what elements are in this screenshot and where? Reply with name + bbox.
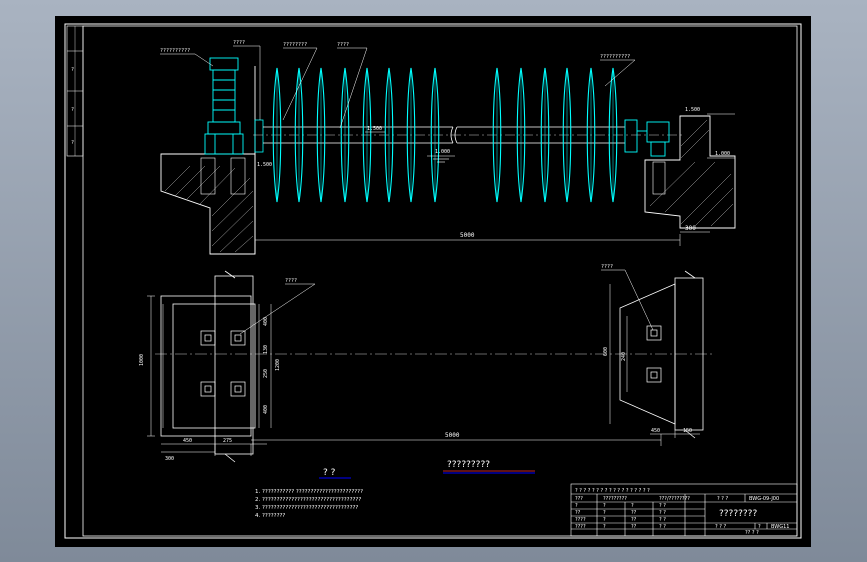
plan-callout-right: ???? xyxy=(601,264,613,270)
elevation-end-dim: 300 xyxy=(685,225,696,232)
tb-scale-label: ? ? ? xyxy=(715,524,726,530)
title-block xyxy=(570,483,798,537)
side-label-2: ? xyxy=(71,107,74,113)
notes-list: 1. ??????????? ??????????????????????? 2… xyxy=(255,489,363,519)
drawing-canvas: ? ? ? xyxy=(64,23,802,539)
note-1: 1. ??????????? ??????????????????????? xyxy=(255,489,363,495)
left-strip: ? ? ? xyxy=(66,25,84,157)
plan-dim-450: 450 xyxy=(183,438,192,444)
side-label-3: ? xyxy=(71,140,74,146)
rotor-disc xyxy=(384,67,394,203)
anchor-holes-right xyxy=(646,325,662,383)
rotor-disc xyxy=(540,67,550,203)
inner-frame xyxy=(82,25,798,537)
tb-cell: ?? xyxy=(631,524,637,530)
rotor-disc xyxy=(362,67,372,203)
rotor-disc xyxy=(492,67,502,203)
note-2: 2. ?????????????????????????????????? xyxy=(255,497,361,503)
elevation-span-dim: 5000 xyxy=(460,232,475,239)
right-concrete-base xyxy=(644,115,736,229)
side-label-1: ? xyxy=(71,67,74,73)
callout-rotor: ???? xyxy=(337,42,349,48)
plan-dim-450r: 450 xyxy=(651,428,660,434)
plan-dim-300: 300 xyxy=(165,456,174,462)
plan-dim-600: 600 xyxy=(603,347,609,356)
tb-cell: ? xyxy=(603,503,606,509)
level-label-1: 1.500 xyxy=(367,126,382,132)
tb-cell: ? xyxy=(575,503,578,509)
tb-scale-value: ? xyxy=(758,524,761,530)
tb-drawing-code: BWG11 xyxy=(771,524,789,530)
callout-motor: ?????????? xyxy=(160,48,190,54)
drive-motor xyxy=(204,57,244,155)
tb-footer: ?? ? ? xyxy=(745,530,759,536)
tb-r1-c3: ???/???????? xyxy=(659,496,690,502)
level-label-5: 1.500 xyxy=(257,162,272,168)
tb-cell: ? xyxy=(603,510,606,516)
note-3: 3. ????????????????????????????????? xyxy=(255,505,358,511)
plan-dim-150: 150 xyxy=(683,428,692,434)
tb-cell: ? xyxy=(603,517,606,523)
rotor-disc xyxy=(294,67,304,203)
left-base-hatch xyxy=(164,165,254,253)
plan-dim-240: 240 xyxy=(621,352,627,361)
plan-dim-400a: 400 xyxy=(263,317,269,326)
rotor-disc xyxy=(516,67,526,203)
note-4: 4. ???????? xyxy=(255,513,285,519)
rotor-disc xyxy=(272,67,282,203)
tb-cell: ? ? xyxy=(659,510,666,516)
rotor-disc xyxy=(316,67,326,203)
cad-drawing-sheet: ? ? ? xyxy=(55,16,811,547)
tb-cell: ?? xyxy=(631,510,637,516)
tb-header: ? ? ? ? ? ? ? ? ? ? ? ? ? ? ? ? ? ? xyxy=(575,488,650,494)
right-base-hatch xyxy=(649,119,734,227)
plan-callout-left: ???? xyxy=(285,278,297,284)
notes-title: ? ? xyxy=(323,468,336,478)
level-label-2: 1.000 xyxy=(435,149,450,155)
tb-cell: ? xyxy=(603,524,606,530)
outer-frame xyxy=(64,23,802,539)
plan-span-dim: 5000 xyxy=(445,432,460,439)
anchor-holes-left xyxy=(200,330,246,397)
level-label-4: 1.000 xyxy=(715,151,730,157)
drawing-subtitle: ????????? xyxy=(447,460,490,470)
rotor-disc xyxy=(406,67,416,203)
callout-bearing: ???????? xyxy=(283,42,307,48)
tb-cell: ? ? xyxy=(659,524,666,530)
tb-cell: ???? xyxy=(575,524,586,530)
level-label-3: 1.500 xyxy=(685,107,700,113)
rotor-disc xyxy=(430,67,440,203)
plan-dim-400b: 400 xyxy=(263,405,269,414)
tb-cell: ? xyxy=(631,503,634,509)
rotor-disc xyxy=(586,67,596,203)
elevation-view: 1.500 1.000 1.500 1.000 1.500 ??????????… xyxy=(160,40,736,255)
rotor-discs xyxy=(272,67,618,203)
tb-r1-c2: ????????? xyxy=(603,496,627,502)
rotor-disc xyxy=(340,67,350,203)
callout-right-bearing: ?????????? xyxy=(600,54,630,60)
plan-dim-1200: 1200 xyxy=(275,359,281,371)
plan-dim-130: 130 xyxy=(263,345,269,354)
right-bearing xyxy=(624,119,670,157)
tb-r1-c4: ? ? ? xyxy=(717,496,728,502)
tb-cell: ?? xyxy=(631,517,637,523)
tb-drawing-name: ???????? xyxy=(719,509,757,519)
tb-cell: ? ? xyxy=(659,517,666,523)
rotor-disc xyxy=(562,67,572,203)
tb-cell: ?? xyxy=(575,510,581,516)
tb-cell: ? ? xyxy=(659,503,666,509)
plan-dim-1000: 1000 xyxy=(139,354,145,366)
tb-r1-c1: ??? xyxy=(575,496,583,502)
plan-view: 1000 400 130 250 400 1200 450 275 300 50… xyxy=(139,264,715,463)
rotor-disc xyxy=(608,67,618,203)
left-concrete-base xyxy=(160,153,256,255)
callout-coupling: ???? xyxy=(233,40,245,46)
plan-dim-250: 250 xyxy=(263,369,269,378)
plan-dim-275: 275 xyxy=(223,438,232,444)
tb-r1-c5: BWG-09-J00 xyxy=(749,496,779,502)
tb-cell: ???? xyxy=(575,517,586,523)
